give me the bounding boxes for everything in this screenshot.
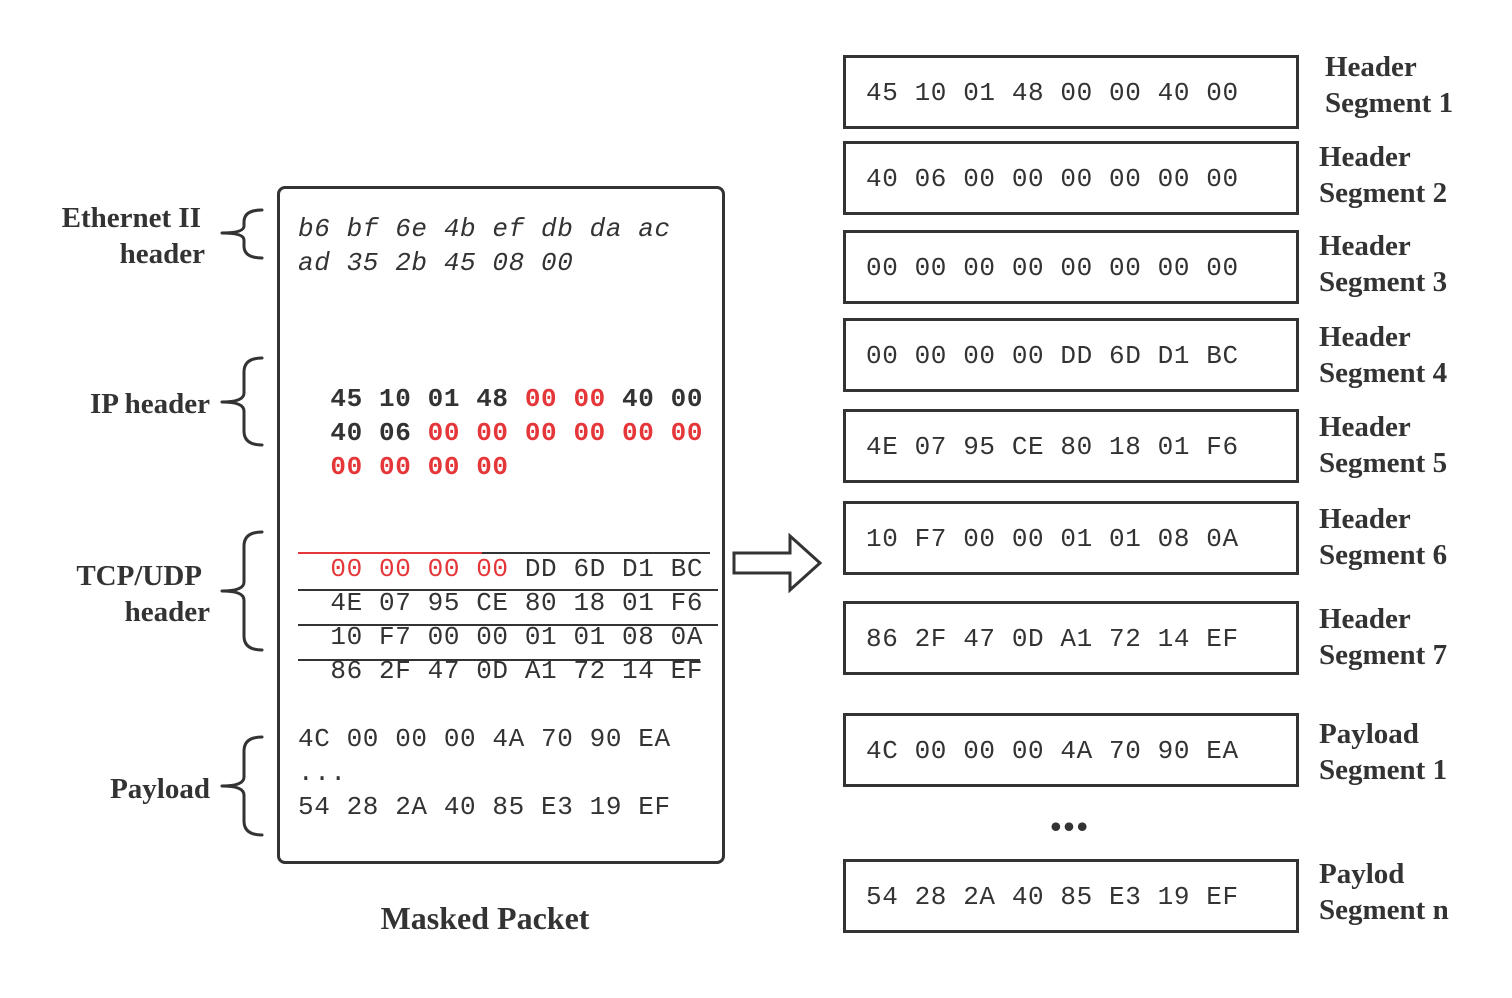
- segment-label-header-5: Header Segment 5: [1319, 409, 1447, 481]
- ip-hex-3a-masked: 00 00 00 00: [330, 452, 509, 482]
- tcp-hex-line-1: 00 00 00 00 DD 6D D1 BC: [298, 518, 703, 586]
- ethernet-label: Ethernet II header: [40, 200, 205, 272]
- segment-box-header-3: 00 00 00 00 00 00 00 00: [843, 230, 1299, 304]
- segment-label-line: Segment n: [1319, 894, 1449, 926]
- segments-ellipsis: •••: [1050, 808, 1090, 844]
- segment-label-line: Segment 2: [1319, 177, 1448, 209]
- segment-label-header-2: Header Segment 2: [1319, 139, 1447, 211]
- segment-box-header-5: 4E 07 95 CE 80 18 01 F6: [843, 409, 1299, 483]
- segment-hex: 4C 00 00 00 4A 70 90 EA: [866, 736, 1239, 766]
- segment-label-line: Header: [1319, 230, 1411, 262]
- payload-label-line1: Payload: [110, 773, 210, 805]
- segment-hex: 45 10 01 48 00 00 40 00: [866, 78, 1239, 108]
- payload-hex-ellipsis: ...: [298, 758, 347, 788]
- tcp-hex-1a-masked: 00 00 00 00: [330, 554, 509, 584]
- segment-hex: 86 2F 47 0D A1 72 14 EF: [866, 624, 1239, 654]
- segment-label-header-6: Header Segment 6: [1319, 501, 1447, 573]
- segment-box-payload-n: 54 28 2A 40 85 E3 19 EF: [843, 859, 1299, 933]
- segment-hex: 4E 07 95 CE 80 18 01 F6: [866, 432, 1239, 462]
- segment-label-line: Segment 5: [1319, 447, 1448, 479]
- segment-label-line: Payload: [1319, 718, 1419, 750]
- segment-box-payload-1: 4C 00 00 00 4A 70 90 EA: [843, 713, 1299, 787]
- segment-label-line: Header: [1319, 503, 1411, 535]
- segment-label-line: Header: [1325, 51, 1417, 83]
- ethernet-brace: [220, 208, 264, 260]
- segment-label-header-7: Header Segment 7: [1319, 601, 1447, 673]
- arrow-icon: [732, 532, 823, 594]
- segment-label-header-3: Header Segment 3: [1319, 228, 1447, 300]
- segment-hex: 00 00 00 00 DD 6D D1 BC: [866, 341, 1239, 371]
- payload-hex-line-2: 54 28 2A 40 85 E3 19 EF: [298, 792, 671, 822]
- payload-label: Payload: [40, 771, 210, 807]
- segment-label-line: Header: [1319, 321, 1411, 353]
- tcp-label: TCP/UDP header: [40, 558, 210, 630]
- ip-hex-2a: 40 06: [330, 418, 428, 448]
- segment-box-header-1: 45 10 01 48 00 00 40 00: [843, 55, 1299, 129]
- segment-label-line: Segment 7: [1319, 639, 1448, 671]
- segment-label-line: Segment 3: [1319, 266, 1448, 298]
- segment-label-line: Segment 6: [1319, 539, 1448, 571]
- tcp-hex-3a: 10 F7 00 00 01 01 08 0A: [330, 622, 704, 652]
- segment-label-line: Segment 1: [1319, 754, 1448, 786]
- ip-label: IP header: [40, 386, 210, 422]
- ip-brace: [220, 356, 264, 447]
- ip-hex-1b-masked: 00 00: [524, 384, 606, 414]
- segment-hex: 00 00 00 00 00 00 00 00: [866, 253, 1239, 283]
- segment-hex: 40 06 00 00 00 00 00 00: [866, 164, 1239, 194]
- segment-label-line: Segment 4: [1319, 357, 1448, 389]
- ip-hex-1c: 40 00: [605, 384, 704, 414]
- segment-label-line: Header: [1319, 141, 1411, 173]
- segment-hex: 10 F7 00 00 01 01 08 0A: [866, 524, 1239, 554]
- ethernet-label-line2: header: [119, 238, 205, 270]
- tcp-label-line1: TCP/UDP: [76, 560, 202, 592]
- segment-label-header-4: Header Segment 4: [1319, 319, 1447, 391]
- payload-hex-line-1: 4C 00 00 00 4A 70 90 EA: [298, 724, 671, 754]
- tcp-hex-2a: 4E 07 95 CE 80 18 01 F6: [330, 588, 704, 618]
- ethernet-label-line1: Ethernet II: [61, 202, 201, 234]
- segment-label-payload-n: Paylod Segment n: [1319, 856, 1449, 928]
- payload-brace: [220, 735, 264, 837]
- ethernet-hex-line-1: b6 bf 6e 4b ef db da ac: [298, 214, 671, 244]
- tcp-hex-line-3: 10 F7 00 00 01 01 08 0A: [298, 586, 703, 654]
- tcp-hex-line-2: 4E 07 95 CE 80 18 01 F6: [298, 552, 703, 620]
- segment-box-header-2: 40 06 00 00 00 00 00 00: [843, 141, 1299, 215]
- segment-label-header-1: Header Segment 1: [1325, 49, 1453, 121]
- segment-label-line: Header: [1319, 603, 1411, 635]
- segment-label-line: Segment 1: [1325, 87, 1454, 119]
- segment-hex: 54 28 2A 40 85 E3 19 EF: [866, 882, 1239, 912]
- ip-hex-2b-masked: 00 00 00 00 00 00: [427, 418, 704, 448]
- segment-box-header-6: 10 F7 00 00 01 01 08 0A: [843, 501, 1299, 575]
- tcp-hex-line-4: 86 2F 47 0D A1 72 14 EF: [298, 620, 703, 688]
- tcp-hex-4a: 86 2F 47 0D A1 72 14 EF: [330, 656, 704, 686]
- masked-packet-title: Masked Packet: [380, 900, 590, 936]
- ip-hex-line-3: 00 00 00 00: [298, 416, 509, 484]
- ip-hex-1a: 45 10 01 48: [330, 384, 525, 414]
- masked-packet-box: [277, 186, 725, 864]
- ip-label-line1: IP header: [89, 388, 210, 420]
- segment-box-header-7: 86 2F 47 0D A1 72 14 EF: [843, 601, 1299, 675]
- tcp-hex-1b: DD 6D D1 BC: [508, 554, 704, 584]
- tcp-label-line2: header: [124, 596, 210, 628]
- segment-label-line: Paylod: [1319, 858, 1405, 890]
- segment-label-payload-1: Payload Segment 1: [1319, 716, 1447, 788]
- segment-label-line: Header: [1319, 411, 1411, 443]
- tcp-brace: [220, 530, 264, 652]
- ip-hex-line-2: 40 06 00 00 00 00 00 00: [298, 382, 703, 450]
- segment-box-header-4: 00 00 00 00 DD 6D D1 BC: [843, 318, 1299, 392]
- ip-hex-line-1: 45 10 01 48 00 00 40 00: [298, 348, 703, 416]
- ethernet-hex-line-2: ad 35 2b 45 08 00: [298, 248, 574, 278]
